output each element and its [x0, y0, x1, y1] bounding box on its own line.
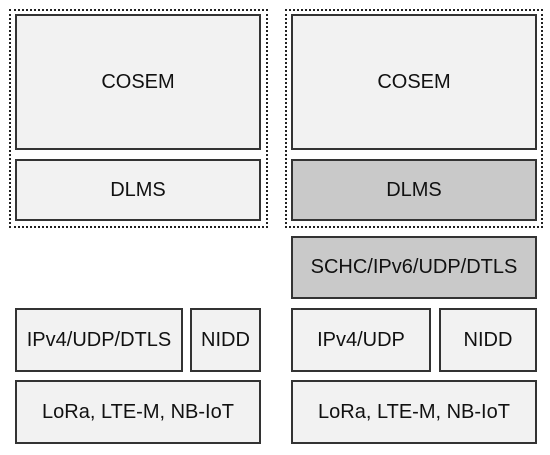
left-radio-label: LoRa, LTE-M, NB-IoT [42, 400, 234, 423]
right-cosem-label: COSEM [377, 70, 451, 93]
right-application-group [285, 9, 543, 228]
right-dlms-label: DLMS [386, 178, 442, 201]
right-nidd-label: NIDD [463, 328, 513, 351]
left-dlms-label: DLMS [110, 178, 166, 201]
left-radio-layer: LoRa, LTE-M, NB-IoT [15, 380, 261, 444]
right-transport-label: IPv4/UDP [317, 328, 405, 351]
left-application-group [9, 9, 268, 228]
right-schc-layer: SCHC/IPv6/UDP/DTLS [291, 236, 537, 299]
right-schc-label: SCHC/IPv6/UDP/DTLS [310, 256, 518, 278]
left-transport-layer: IPv4/UDP/DTLS [15, 308, 183, 372]
left-cosem-label: COSEM [101, 70, 175, 93]
right-dlms-layer: DLMS [291, 159, 537, 221]
left-nidd-layer: NIDD [190, 308, 261, 372]
right-radio-layer: LoRa, LTE-M, NB-IoT [291, 380, 537, 444]
left-nidd-label: NIDD [201, 328, 250, 351]
left-cosem-layer: COSEM [15, 14, 261, 150]
left-transport-label: IPv4/UDP/DTLS [26, 328, 172, 351]
right-nidd-layer: NIDD [439, 308, 537, 372]
left-dlms-layer: DLMS [15, 159, 261, 221]
right-cosem-layer: COSEM [291, 14, 537, 150]
right-transport-layer: IPv4/UDP [291, 308, 431, 372]
right-radio-label: LoRa, LTE-M, NB-IoT [318, 400, 510, 423]
